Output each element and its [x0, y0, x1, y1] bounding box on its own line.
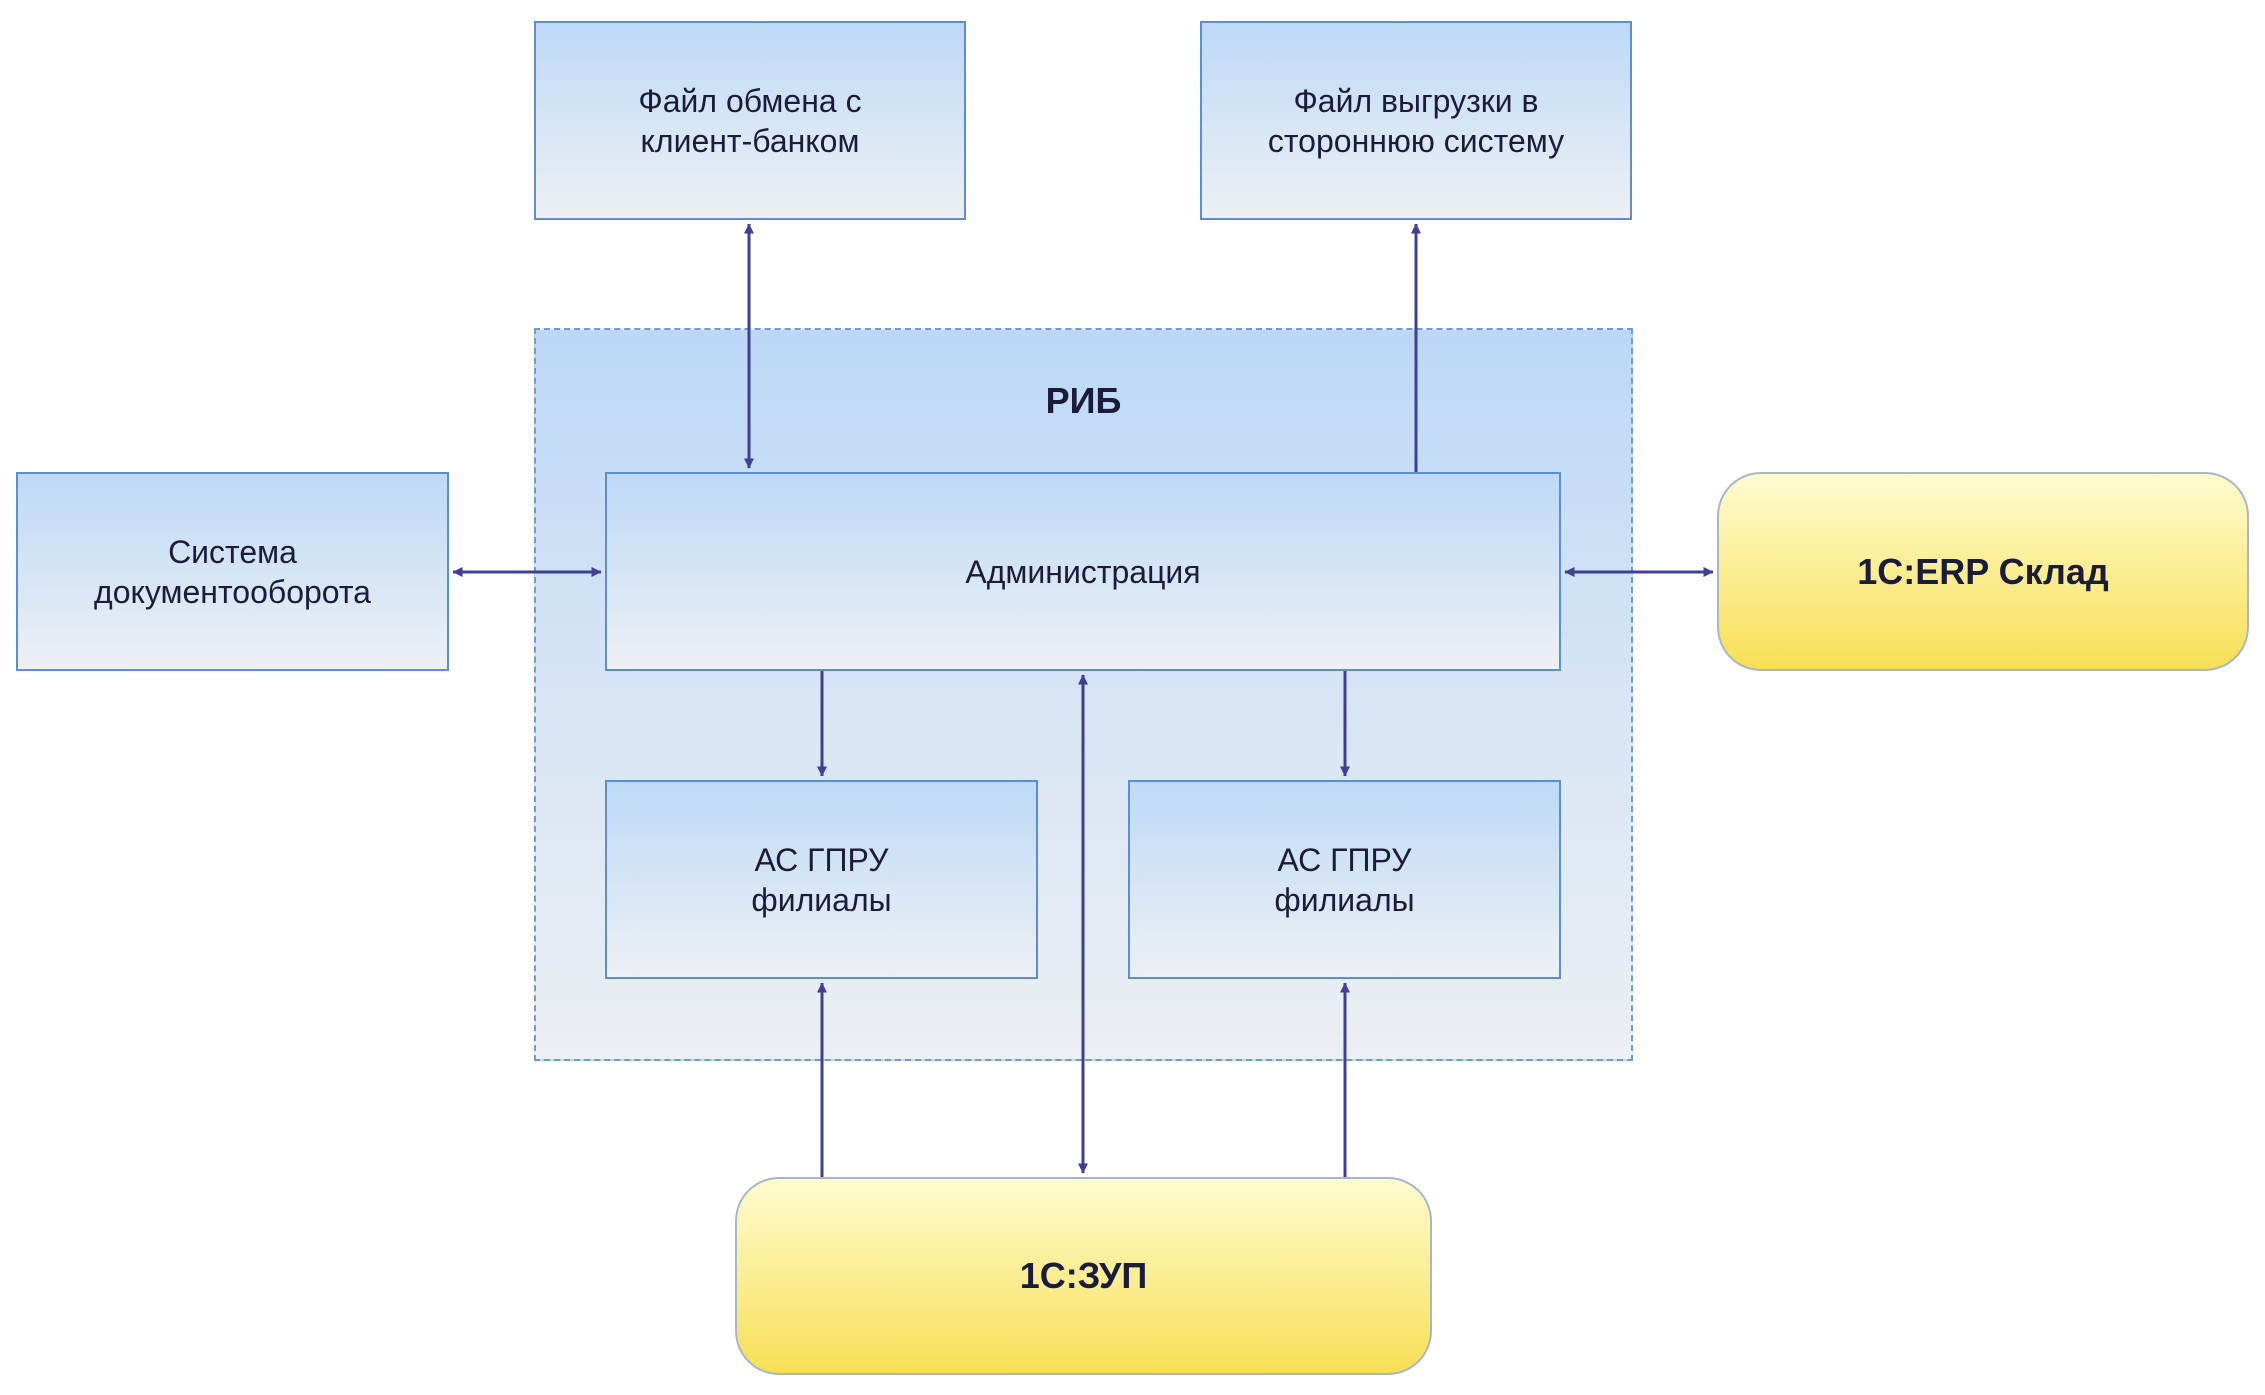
- administration-label: Администрация: [965, 553, 1201, 590]
- zup-node: 1С:ЗУП: [735, 1177, 1432, 1375]
- branch-right-node: АС ГПРУ филиалы: [1128, 780, 1561, 979]
- export-file-node: Файл выгрузки в стороннюю систему: [1200, 21, 1632, 220]
- erp-warehouse-label: 1С:ERP Склад: [1857, 550, 2109, 592]
- administration-node: Администрация: [605, 472, 1561, 671]
- rib-group-title: РИБ: [1045, 380, 1122, 421]
- bank-exchange-file-label: Файл обмена с клиент-банком: [638, 82, 862, 159]
- branch-left-label: АС ГПРУ филиалы: [751, 841, 892, 918]
- export-file-label: Файл выгрузки в стороннюю систему: [1267, 82, 1565, 159]
- erp-warehouse-node: 1С:ERP Склад: [1717, 472, 2249, 671]
- document-system-label: Система документооборота: [94, 533, 371, 610]
- document-system-node: Система документооборота: [16, 472, 449, 671]
- branch-right-label: АС ГПРУ филиалы: [1274, 841, 1415, 918]
- branch-left-node: АС ГПРУ филиалы: [605, 780, 1038, 979]
- bank-exchange-file-node: Файл обмена с клиент-банком: [534, 21, 966, 220]
- zup-label: 1С:ЗУП: [1019, 1255, 1148, 1296]
